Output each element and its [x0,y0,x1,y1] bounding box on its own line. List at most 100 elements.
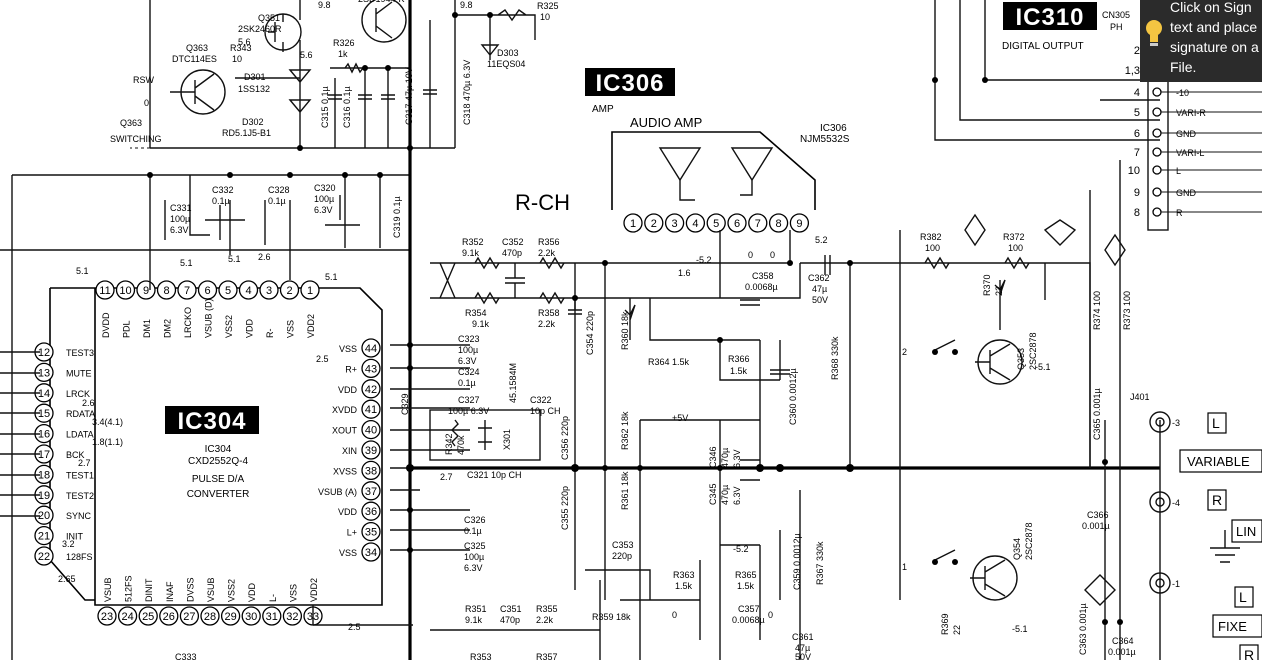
output-section [899,160,1240,660]
ic304-pin-name: VSUB (D) [204,298,214,338]
ic304-pin-num: 6 [204,285,210,297]
ic304-pin-num: 34 [365,547,377,559]
ic304-pin-name: INIT [66,532,84,542]
r372-label: R372 [1003,232,1025,242]
r352-label: R352 [462,237,484,247]
ic304-pin-name: VDD [338,507,358,517]
ic304-pin-1 [300,280,320,300]
ic304-pin-num: 10 [119,285,131,297]
ic304-pin-name: VSUB [103,577,113,602]
ic304-pin-name: VSS2 [227,579,237,602]
ic304-pin-name: PDL [122,320,132,338]
ic304-pin-num: 7 [184,285,190,297]
c318-label: C318 470µ 6.3V [462,60,472,125]
ic304-pin-num: 32 [286,611,298,623]
r355v-label: 2.2k [536,615,554,625]
r369v-label: 22 [952,625,962,635]
v56b-label: 5.6 [300,50,313,60]
ic304-pin-num: 16 [38,429,50,441]
ic304-pin-name: VDD [247,582,257,602]
ic304-pin-30 [241,606,261,626]
connector-pin [1152,128,1162,138]
ic304-pin-num: 20 [38,510,50,522]
ic304-pin-5 [218,280,238,300]
jack-l-tag: L [1212,415,1220,431]
ic304-pin-name: VDD2 [306,314,316,338]
model-label: 2SD1944-K [358,0,405,4]
c324-label: C324 [458,367,480,377]
ic304-pin-num: 13 [38,367,50,379]
line-jack-label: LIN [1236,524,1256,539]
ic304-desc1: PULSE D/A [192,474,245,485]
ic306-pin-5 [706,213,726,233]
ic304-pin-23 [97,606,117,626]
ic304-pin-43 [361,358,381,379]
ic306-pin-6 [727,213,747,233]
ic304-pin-name: LDATA [66,430,94,440]
ic304-pin-name: TEST3 [66,348,94,358]
ic304-pin-name: VDD2 [309,578,319,602]
connector-pin-name: L [1176,166,1181,176]
r367-label: R367 330k [815,541,825,585]
v51-label: 5.1 [76,266,89,276]
ic304-pin-38 [361,460,381,481]
ic304-pin-num: 37 [365,486,377,498]
ic304-pin-28 [200,606,220,626]
ic304-pin-num: 18 [38,469,50,481]
vm52-label: -5.2 [733,544,749,554]
c359-label: C359 0.0012µ [792,533,802,590]
r353-label: R353 [470,652,492,660]
connector-pin [1152,207,1162,217]
d301m-label: 1SS132 [238,84,270,94]
ic306-badge: IC306 [595,70,664,97]
c353v-label: 220p [612,551,632,561]
ic304-pin-22 [34,546,54,566]
q353m-label: 2SC2878 [1028,332,1038,370]
ic304-pin-num: 23 [101,611,113,623]
c362v-label: 47µ [812,284,827,294]
c317-label: C317 47µ 10V [404,67,414,125]
model-label: DTC114ES [172,54,217,64]
ic304-pin-num: 14 [38,388,50,400]
ic306-pin-9 [789,213,810,233]
ic304-pin-31 [262,606,282,626]
sw-a-label: 2 [902,347,907,357]
zero-a-label: 0 [748,250,753,260]
digital-output-label: DIGITAL OUTPUT [1002,41,1084,52]
ic306-part: IC306 [820,123,847,134]
connector-pin-name: R [1176,208,1183,218]
r356-label: R356 [538,237,560,247]
ic304-pin-num: 5 [225,285,231,297]
c361v-label: 47µ [795,643,810,653]
r368-label: R368 330k [830,336,840,380]
c322-label: C322 [530,395,552,405]
c358-label: C358 [752,271,774,281]
x301-label: X301 [502,429,512,450]
ic304-pin-num: 3 [266,285,272,297]
c355-label: C355 220p [560,486,570,530]
ic304-pin-name: VSUB [206,577,216,602]
ic304-pin-num: 17 [38,449,50,461]
r351-label: R351 [465,604,487,614]
ic306-pin-num: 1 [630,218,636,230]
c346r-label: 6.3V [732,449,742,468]
rsw-label: RSW [133,75,155,85]
connector-pin [1152,107,1162,117]
ic304-pin-name: DVSS [185,577,195,602]
r363-label: R363 [673,570,695,580]
init-v-label: 3.2 [62,539,75,549]
ic304-pin-name: DVDD [101,312,111,338]
ic304-pin-name: VSS [288,584,298,602]
ic304-pin-num: 35 [365,527,377,539]
sign-tooltip[interactable]: Click on Sign text and place signature o… [1140,0,1262,82]
p3-label: -3 [1172,418,1180,428]
ic304-pin-num: 36 [365,506,377,518]
ic306-pin-num: 6 [734,218,740,230]
ic304-pin-name: VDD [338,385,358,395]
ic304-pin-num: 26 [163,611,175,623]
ic304-pin-3 [259,280,279,300]
ic304-pin-num: 30 [245,611,257,623]
ic304-pin-name: DINIT [144,578,154,602]
q354-label: Q354 [1012,538,1022,560]
